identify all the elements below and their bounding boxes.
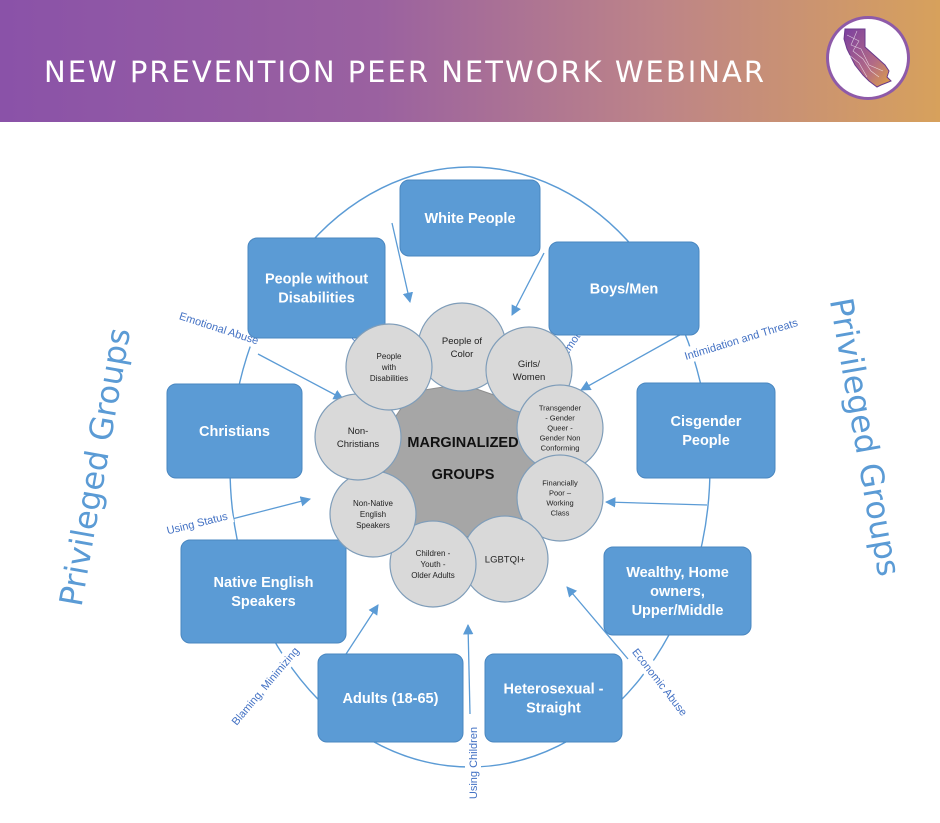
california-map-icon (843, 28, 892, 88)
arrows-group (231, 222, 708, 715)
privileged-label-boys-men: Boys/Men (590, 282, 659, 298)
marginalized-label-non-christians: Non-Christians (337, 426, 379, 450)
arrow-label-bg (672, 311, 810, 367)
arrow-label-bg (223, 638, 307, 734)
privileged-label-white-people: White People (424, 211, 515, 227)
arrow-line (604, 497, 708, 508)
arrow-label-intimidation-and-threats: Intimidation and Threats (683, 317, 800, 363)
power-diagram: Using Knowledge of SystemsEmotional Abus… (159, 166, 810, 805)
marginalized-circle-children-youth-group: Children -Youth -Older Adults (389, 520, 477, 608)
marginalized-circle-financially-poor (516, 454, 604, 542)
webinar-header: NEW PREVENTION PEER NETWORK WEBINAR (0, 0, 940, 122)
privileged-box-people-without-disabilities (247, 237, 386, 339)
webinar-title: NEW PREVENTION PEER NETWORK WEBINAR (44, 55, 766, 89)
arrow-label-bg (465, 721, 481, 805)
arrow-label-bg (627, 644, 693, 720)
arrow-label-economic-abuse: Economic Abuse (629, 647, 689, 719)
marginalized-label-girls-women: Girls/Women (513, 359, 546, 383)
privileged-label-heterosexual: Heterosexual -Straight (504, 682, 604, 717)
arrow-label-blaming-minimizing-group: Blaming, Minimizing (223, 638, 307, 734)
privileged-box-christians-group: Christians (166, 383, 303, 479)
arrow-line (580, 331, 686, 391)
marginalized-circle-people-with-disabilities (345, 323, 433, 411)
privileged-box-christians (166, 383, 303, 479)
center-fill (405, 402, 525, 522)
privileged-box-adults (317, 653, 464, 743)
center-title-line1: MARGINALIZED (407, 435, 518, 451)
marginalized-label-children-youth: Children -Youth -Older Adults (411, 549, 455, 580)
privileged-box-boys-men (548, 241, 700, 336)
arrow-label-bg (159, 506, 235, 540)
privileged-box-native-english (180, 539, 347, 644)
privileged-box-adults-group: Adults (18-65) (317, 653, 464, 743)
privileged-box-white-people (399, 179, 541, 257)
arrow-label-using-status: Using Status (166, 510, 230, 537)
privileged-box-cisgender-people (636, 382, 776, 479)
arrow-line (391, 222, 413, 304)
privileged-box-heterosexual-group: Heterosexual -Straight (484, 653, 623, 743)
arrow-label-using-children: Using Children (468, 727, 480, 799)
arrow-line (463, 623, 474, 715)
arrow-label-bg (174, 306, 264, 350)
privileged-label-adults: Adults (18-65) (343, 691, 439, 707)
marginalized-circle-children-youth (389, 520, 477, 608)
arrow-line (511, 252, 545, 316)
privileged-label-christians: Christians (199, 424, 270, 440)
privileged-box-wealthy (603, 546, 752, 636)
california-map-logo-icon (826, 16, 910, 100)
center-title-line2: GROUPS (432, 467, 495, 483)
arrow-line (231, 496, 312, 520)
privileged-box-boys-men-group: Boys/Men (548, 241, 700, 336)
arrow-line (257, 353, 344, 400)
privileged-box-heterosexual (484, 653, 623, 743)
arrow-label-using-status-group: Using Status (159, 506, 235, 540)
arrow-label-blaming-minimizing: Blaming, Minimizing (230, 645, 302, 728)
marginalized-label-lgbtqi: LGBTQI+ (485, 554, 526, 565)
privileged-box-white-people-group: White People (399, 179, 541, 257)
arrow-label-using-children-group: Using Children (465, 721, 481, 805)
arrow-line (566, 586, 629, 660)
